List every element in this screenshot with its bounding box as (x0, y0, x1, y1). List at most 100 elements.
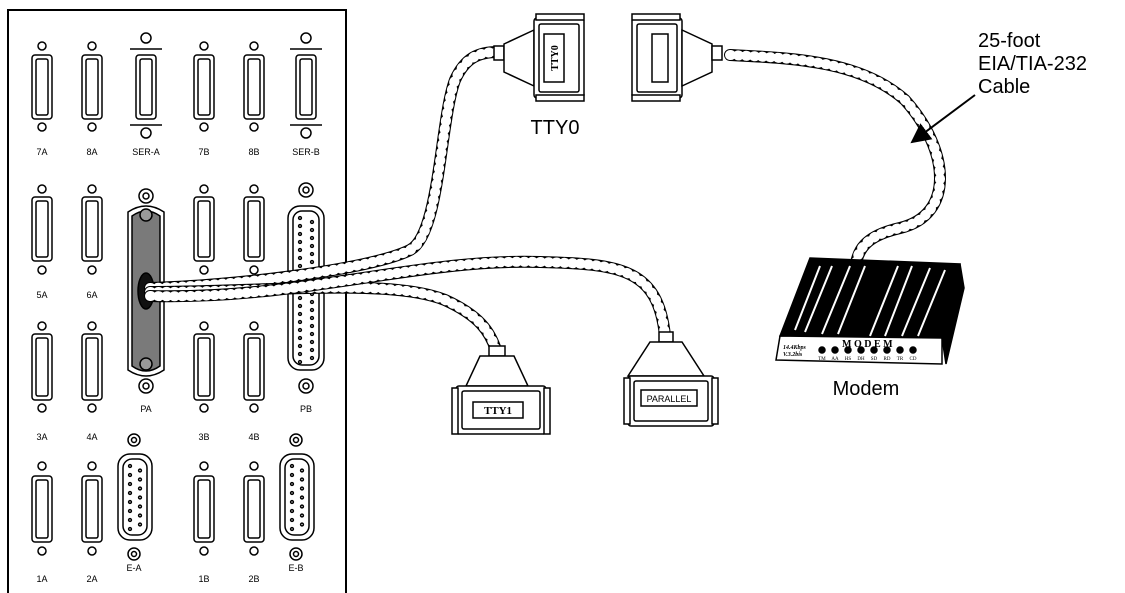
pin (297, 319, 303, 325)
port-label: E-A (126, 563, 141, 573)
parallel-plug-text: PARALLEL (647, 394, 692, 404)
port-label: 3B (198, 432, 209, 442)
pin (309, 251, 315, 257)
port-label-PB: PB (300, 404, 312, 414)
pin (137, 468, 143, 473)
modem-brand: M O D E M (842, 339, 893, 350)
cable-callout-line1: 25-foot (978, 30, 1041, 52)
modem-led-cd (909, 346, 917, 354)
cable-to-modem (724, 49, 946, 278)
back-panel (7, 9, 347, 593)
pin (137, 513, 143, 518)
port-label: 2B (248, 574, 259, 584)
pin (299, 504, 305, 509)
pin (297, 239, 303, 245)
pin (127, 517, 133, 523)
pin (127, 463, 133, 469)
port-7B (193, 41, 215, 132)
row1-connectors (31, 32, 322, 139)
port-2B (243, 461, 265, 556)
pin (309, 259, 315, 265)
pin (297, 359, 303, 365)
pin (289, 526, 295, 532)
modem-led-label: DH (857, 357, 865, 362)
port-1B (193, 461, 215, 556)
pin (297, 263, 303, 269)
modem-cable-plug (631, 13, 723, 102)
row4-connectors (31, 433, 315, 561)
pin (299, 513, 305, 518)
port-6A (81, 184, 103, 275)
pin (309, 315, 315, 321)
pin (137, 504, 143, 509)
pin (289, 508, 295, 514)
modem-led-label: CD (910, 357, 917, 362)
port-label: 7A (36, 147, 47, 157)
port-label: 3A (36, 432, 47, 442)
pin (309, 235, 315, 241)
tty0-plug: TTY0 (493, 13, 585, 102)
port-3A (31, 321, 53, 413)
modem-led-rd (883, 346, 891, 354)
port-8B (243, 41, 265, 132)
modem-led-tr (896, 346, 904, 354)
tty0-label: TTY0 (531, 117, 580, 139)
tty1-plug-text: TTY1 (484, 405, 512, 417)
pin (297, 295, 303, 301)
pin (299, 486, 305, 491)
pin (297, 351, 303, 357)
modem-caption: Modem (833, 378, 900, 400)
pin (127, 490, 133, 496)
pin (299, 495, 305, 500)
row2-labels: 5A 6A (36, 290, 97, 300)
cable-bundle (144, 46, 946, 356)
pin (127, 472, 133, 478)
pin (309, 339, 315, 345)
port-SER-B (290, 32, 322, 139)
pin (299, 468, 305, 473)
port-7A (31, 41, 53, 132)
modem-led-tm (818, 346, 826, 354)
pin (309, 355, 315, 361)
modem-led-label: RD (884, 357, 891, 362)
pin (309, 299, 315, 305)
row2-connectors (31, 184, 265, 275)
pin (297, 215, 303, 221)
row4-labels: 1A 2A E-A 1B 2B E-B (36, 563, 303, 584)
pin (309, 323, 315, 329)
port-label: E-B (288, 563, 303, 573)
modem-led-dh (857, 346, 865, 354)
pin (299, 477, 305, 482)
port-label: 7B (198, 147, 209, 157)
port-SER-A (130, 32, 162, 139)
pin (289, 499, 295, 505)
callout-arrow (910, 94, 976, 144)
pin (297, 343, 303, 349)
pin (289, 463, 295, 469)
pin (297, 231, 303, 237)
modem-speed-line2: V.3.2bis (783, 352, 803, 358)
modem-led-label: TM (818, 357, 826, 362)
modem-led-sd (870, 346, 878, 354)
pin (309, 307, 315, 313)
port-3B (193, 321, 215, 413)
port-label: 4A (86, 432, 97, 442)
port-label-PA: PA (140, 404, 151, 414)
modem-led-label: AA (831, 357, 839, 362)
pin (299, 522, 305, 527)
pin (309, 331, 315, 337)
pin (297, 303, 303, 309)
pin (137, 522, 143, 527)
port-label: 1B (198, 574, 209, 584)
pin (137, 486, 143, 491)
row3-labels: 3A 4A 3B 4B (36, 432, 259, 442)
pin (127, 508, 133, 514)
row1-labels: 7A 8A SER-A 7B 8B SER-B (36, 147, 319, 157)
port-4A (81, 321, 103, 413)
pin (297, 335, 303, 341)
pin (297, 327, 303, 333)
cable-callout-line2: EIA/TIA-232 (978, 53, 1087, 75)
